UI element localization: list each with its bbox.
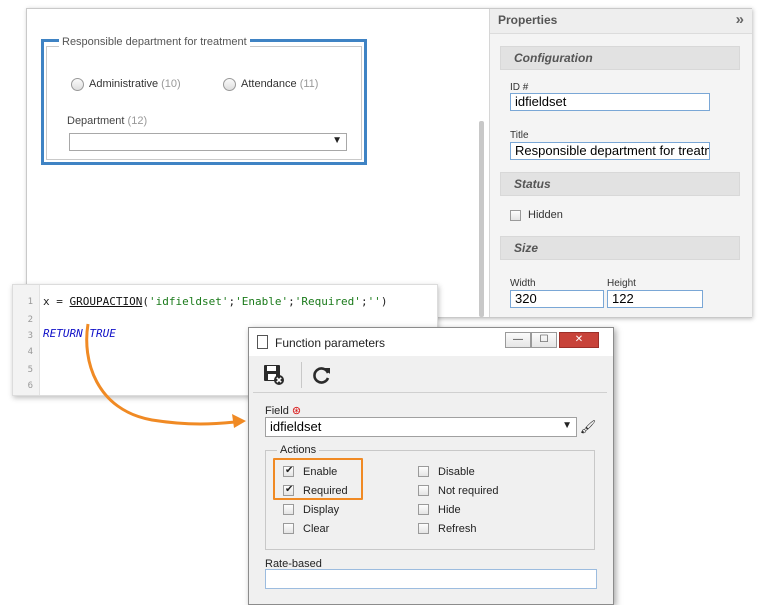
disable-checkbox[interactable] <box>418 466 429 477</box>
code-arg: 'Enable' <box>235 295 289 308</box>
display-checkbox[interactable] <box>283 504 294 515</box>
display-label: Display <box>303 504 340 516</box>
dialog-titlebar[interactable]: Function parameters — ☐ ✕ <box>249 328 613 356</box>
dropdown-arrow-icon: ▼ <box>332 135 342 146</box>
required-label: Required <box>303 485 348 497</box>
form-designer-window: Responsible department for treatment Adm… <box>26 8 752 318</box>
radio-administrative[interactable] <box>71 78 84 91</box>
radio-attendance[interactable] <box>223 78 236 91</box>
fieldset-border: Responsible department for treatment Adm… <box>46 36 362 160</box>
disable-label: Disable <box>438 466 475 478</box>
code-eq: = <box>49 295 70 308</box>
callout-arrow-head <box>232 414 246 428</box>
width-label: Width <box>510 278 536 289</box>
toolbar-separator <box>301 362 302 388</box>
hide-checkbox[interactable] <box>418 504 429 515</box>
id-label: ID # <box>510 82 529 93</box>
code-sep: ; <box>360 295 368 308</box>
close-button[interactable]: ✕ <box>559 332 599 348</box>
brush-icon[interactable]: 🖌 <box>579 419 597 434</box>
field-select[interactable]: idfieldset ▼ <box>265 417 577 437</box>
minimize-button[interactable]: — <box>505 332 531 348</box>
title-label: Title <box>510 130 529 141</box>
section-status-label: Status <box>514 177 551 191</box>
highlight-box <box>273 458 363 500</box>
canvas-scrollbar[interactable] <box>479 121 484 317</box>
rate-based-label: Rate-based <box>265 558 322 570</box>
properties-header: Properties » <box>490 9 752 34</box>
actions-legend: Actions <box>277 444 320 456</box>
refresh-checkbox[interactable] <box>418 523 429 534</box>
field-select-value: idfieldset <box>270 419 322 434</box>
radio-attendance-label: Attendance (11) <box>241 78 319 90</box>
code-arg: '' <box>367 295 381 308</box>
line-number: 5 <box>27 365 33 375</box>
enable-checkbox[interactable] <box>283 465 294 477</box>
section-configuration[interactable]: Configuration <box>500 46 740 70</box>
not-required-label: Not required <box>438 485 499 497</box>
code-arg: 'Required' <box>294 295 361 308</box>
department-label: Department (12) <box>67 115 148 127</box>
section-status[interactable]: Status <box>500 172 740 196</box>
line-number: 3 <box>27 331 33 341</box>
department-select[interactable]: ▼ <box>69 133 347 151</box>
line-number: 1 <box>27 297 33 307</box>
code-keyword: RETURN <box>43 327 83 340</box>
title-input[interactable]: Responsible department for treatment <box>510 142 710 160</box>
actions-group <box>265 450 595 550</box>
function-parameters-dialog: Function parameters — ☐ ✕ Field ⊛ idfiel… <box>248 327 614 605</box>
line-number: 6 <box>27 381 33 391</box>
hidden-label: Hidden <box>528 209 563 221</box>
line-number: 2 <box>27 315 33 325</box>
fieldset-selected[interactable]: Responsible department for treatment Adm… <box>41 36 367 165</box>
enable-label: Enable <box>303 466 338 478</box>
not-required-checkbox[interactable] <box>418 485 429 496</box>
height-label: Height <box>607 278 636 289</box>
section-configuration-label: Configuration <box>514 51 593 65</box>
form-canvas[interactable]: Responsible department for treatment Adm… <box>27 9 487 317</box>
hidden-checkbox[interactable] <box>510 210 521 221</box>
document-icon <box>257 335 268 349</box>
hide-label: Hide <box>438 504 461 516</box>
clear-checkbox[interactable] <box>283 523 294 534</box>
code-keyword: TRUE <box>89 327 116 340</box>
line-number-gutter: 1 2 3 4 5 6 <box>13 285 40 395</box>
height-input[interactable]: 122 <box>607 290 703 308</box>
field-label: Field ⊛ <box>265 405 302 417</box>
code-var: x <box>43 295 50 308</box>
clear-label: Clear <box>303 523 330 535</box>
fieldset-legend: Responsible department for treatment <box>59 36 250 48</box>
refresh-label: Refresh <box>438 523 477 535</box>
code-function-name[interactable]: GROUPACTION <box>69 295 143 308</box>
width-input[interactable]: 320 <box>510 290 604 308</box>
code-sep: ; <box>228 295 236 308</box>
rate-based-input[interactable] <box>265 569 597 589</box>
refresh-icon[interactable] <box>311 364 333 386</box>
properties-title: Properties <box>498 13 558 27</box>
line-number: 4 <box>27 347 33 357</box>
radio-administrative-label: Administrative (10) <box>89 78 181 90</box>
dialog-toolbar <box>253 358 607 393</box>
save-close-icon[interactable] <box>263 364 285 386</box>
double-chevron-right-icon[interactable]: » <box>735 11 744 28</box>
maximize-button[interactable]: ☐ <box>531 332 557 348</box>
code-line-1: x = GROUPACTION('idfieldset';'Enable';'R… <box>43 295 387 308</box>
code-paren: ) <box>380 295 388 308</box>
code-paren: ( <box>142 295 149 308</box>
code-line-3: RETURN TRUE <box>43 327 116 340</box>
id-input[interactable]: idfieldset <box>510 93 710 111</box>
required-checkbox[interactable] <box>283 484 294 496</box>
code-arg: 'idfieldset' <box>148 295 229 308</box>
section-size-label: Size <box>514 241 539 255</box>
section-size[interactable]: Size <box>500 236 740 260</box>
dropdown-arrow-icon: ▼ <box>562 420 572 431</box>
dialog-title: Function parameters <box>275 336 386 350</box>
code-sep: ; <box>288 295 295 308</box>
properties-panel: Properties » Configuration ID # idfields… <box>489 9 752 317</box>
required-icon: ⊛ <box>291 405 302 417</box>
